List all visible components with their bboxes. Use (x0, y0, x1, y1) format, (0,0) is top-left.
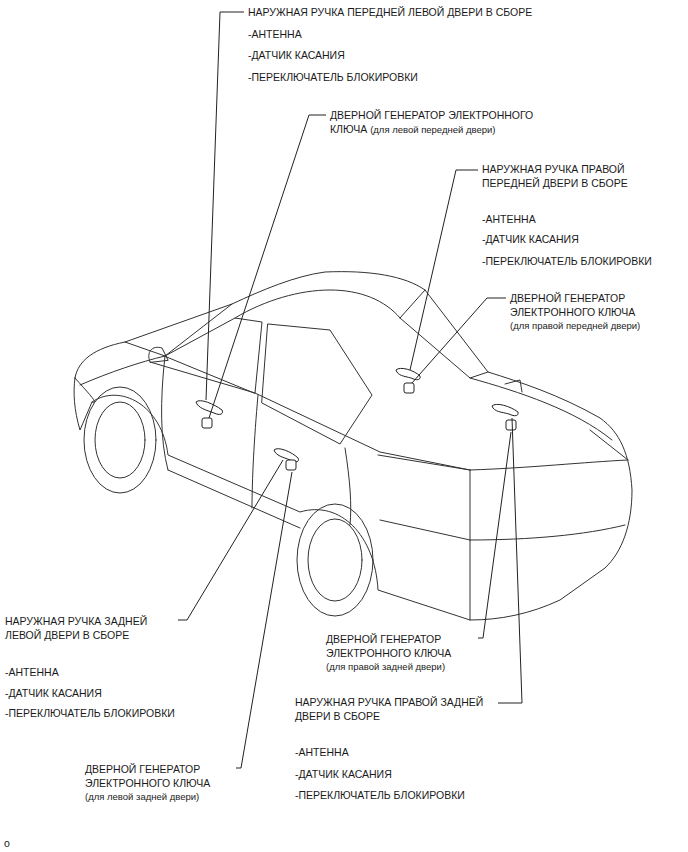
part-label: -ПЕРЕКЛЮЧАТЕЛЬ БЛОКИРОВКИ (482, 255, 652, 267)
front-rim (95, 402, 145, 478)
part-label: -ПЕРЕКЛЮЧАТЕЛЬ БЛОКИРОВКИ (5, 707, 175, 719)
beltline (150, 362, 470, 470)
leader-line (206, 12, 244, 400)
part-label: НАРУЖНАЯ РУЧКА ЗАДНЕЙ ЛЕВОЙ ДВЕРИ В СБОР… (5, 615, 147, 641)
label-group: -АНТЕННА (295, 745, 349, 759)
side-mirror (149, 347, 168, 362)
label-group: ДВЕРНОЙ ГЕНЕРАТОР ЭЛЕКТРОННОГО КЛЮЧА(для… (330, 108, 552, 137)
door-note: (для левой задней двери) (85, 790, 233, 804)
label-group: -ДАТЧИК КАСАНИЯ (295, 767, 392, 781)
roof-edge (235, 290, 400, 318)
part-label: ДВЕРНОЙ ГЕНЕРАТОР ЭЛЕКТРОННОГО КЛЮЧА (326, 633, 451, 659)
label-group: -ПЕРЕКЛЮЧАТЕЛЬ БЛОКИРОВКИ (482, 254, 652, 268)
leader-line (178, 460, 283, 620)
leader-line (478, 432, 511, 638)
part-label: -АНТЕННА (482, 213, 536, 225)
label-group: НАРУЖНАЯ РУЧКА ЗАДНЕЙ ЛЕВОЙ ДВЕРИ В СБОР… (5, 614, 177, 642)
part-label: ДВЕРНОЙ ГЕНЕРАТОР ЭЛЕКТРОННОГО КЛЮЧА (510, 292, 635, 318)
leader-line (412, 298, 506, 383)
label-group: -ДАТЧИК КАСАНИЯ (248, 48, 345, 62)
part-label: -ДАТЧИК КАСАНИЯ (295, 768, 392, 780)
front-door-seam (162, 356, 168, 470)
part-label: ДВЕРНОЙ ГЕНЕРАТОР ЭЛЕКТРОННОГО КЛЮЧА (85, 763, 210, 789)
tail-light (470, 430, 628, 470)
label-group: ДВЕРНОЙ ГЕНЕРАТОР ЭЛЕКТРОННОГО КЛЮЧА(для… (326, 632, 476, 674)
rear-glass (400, 290, 488, 378)
label-group: -АНТЕННА (248, 27, 302, 41)
door-handle (492, 404, 518, 415)
hood-line (80, 356, 165, 385)
label-group: o (4, 836, 10, 850)
part-label: -ПЕРЕКЛЮЧАТЕЛЬ БЛОКИРОВКИ (248, 71, 418, 83)
front-wheel (84, 387, 156, 493)
leader-line (498, 418, 522, 703)
key-oscillator (506, 420, 516, 430)
sill (168, 470, 300, 528)
key-oscillator (404, 383, 414, 393)
label-group: -ДАТЧИК КАСАНИЯ (482, 232, 579, 246)
part-label: -АНТЕННА (295, 746, 349, 758)
label-group: -ПЕРЕКЛЮЧАТЕЛЬ БЛОКИРОВКИ (248, 70, 418, 84)
rear-window (262, 324, 372, 444)
front-window (165, 318, 262, 393)
part-label: -АНТЕННА (5, 666, 59, 678)
body-crease (378, 455, 470, 540)
part-label: НАРУЖНАЯ РУЧКА ПРАВОЙ ПЕРЕДНЕЙ ДВЕРИ В С… (482, 163, 628, 189)
label-group: -АНТЕННА (482, 212, 536, 226)
label-group: НАРУЖНАЯ РУЧКА ПЕРЕДНЕЙ ЛЕВОЙ ДВЕРИ В СБ… (248, 5, 532, 19)
part-label: -ДАТЧИК КАСАНИЯ (5, 687, 102, 699)
door-note: (для левой передней двери) (370, 124, 495, 135)
label-group: ДВЕРНОЙ ГЕНЕРАТОР ЭЛЕКТРОННОГО КЛЮЧА(для… (85, 762, 233, 804)
part-label: -ПЕРЕКЛЮЧАТЕЛЬ БЛОКИРОВКИ (295, 789, 465, 801)
label-group: -ПЕРЕКЛЮЧАТЕЛЬ БЛОКИРОВКИ (5, 706, 175, 720)
key-oscillator (202, 418, 212, 428)
part-label: -ДАТЧИК КАСАНИЯ (248, 49, 345, 61)
label-group: -ДАТЧИК КАСАНИЯ (5, 686, 102, 700)
door-handle (196, 401, 223, 415)
key-oscillator (286, 460, 296, 470)
part-label: НАРУЖНАЯ РУЧКА ПРАВОЙ ЗАДНЕЙ ДВЕРИ В СБО… (295, 696, 483, 722)
door-note: (для правой передней двери) (510, 319, 660, 333)
rear-bumper (470, 470, 625, 620)
label-group: -АНТЕННА (5, 665, 59, 679)
door-note: (для правой задней двери) (326, 660, 476, 674)
rear-wheel (297, 504, 373, 616)
label-group: ДВЕРНОЙ ГЕНЕРАТОР ЭЛЕКТРОННОГО КЛЮЧА(для… (510, 291, 660, 333)
part-label: НАРУЖНАЯ РУЧКА ПЕРЕДНЕЙ ЛЕВОЙ ДВЕРИ В СБ… (248, 6, 532, 18)
spoiler (505, 380, 522, 392)
label-group: НАРУЖНАЯ РУЧКА ПРАВОЙ ЗАДНЕЙ ДВЕРИ В СБО… (295, 695, 500, 723)
label-group: НАРУЖНАЯ РУЧКА ПРАВОЙ ПЕРЕДНЕЙ ДВЕРИ В С… (482, 162, 654, 190)
part-label: -ДАТЧИК КАСАНИЯ (482, 233, 579, 245)
part-label: -АНТЕННА (248, 28, 302, 40)
front-bumper (75, 378, 95, 403)
leader-line (236, 472, 292, 768)
center-door-seam (252, 395, 258, 508)
rear-rim (308, 519, 362, 601)
rear-door-seam (345, 448, 351, 525)
part-label: o (4, 837, 10, 849)
leader-line (209, 115, 326, 418)
label-group: -ПЕРЕКЛЮЧАТЕЛЬ БЛОКИРОВКИ (295, 788, 465, 802)
leader-line (410, 170, 478, 370)
